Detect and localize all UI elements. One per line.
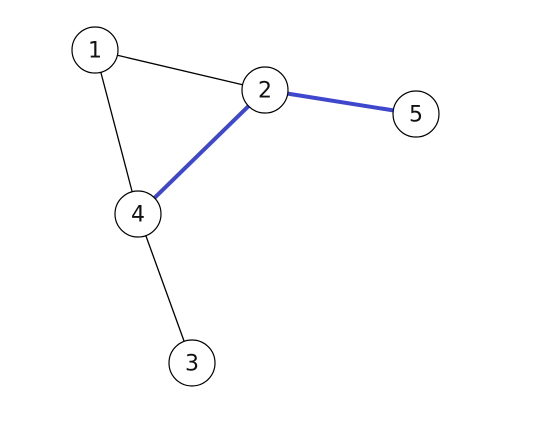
node-2-label: 2: [258, 79, 272, 104]
edge-4-2-highlighted: [153, 104, 250, 200]
edge-1-4: [100, 72, 133, 192]
node-1-circle: [71, 26, 119, 74]
node-4-circle: [114, 190, 162, 238]
node-2-circle: [241, 66, 289, 114]
node-5-label: 5: [409, 103, 423, 128]
node-1: 1: [71, 26, 119, 74]
edge-1-2: [117, 54, 243, 86]
node-2: 2: [241, 66, 289, 114]
node-3-circle: [168, 339, 216, 387]
node-3-label: 3: [185, 352, 199, 377]
edge-4-3: [145, 235, 185, 342]
node-5: 5: [392, 90, 440, 138]
nodes-layer: 1 2 3 4 5: [71, 26, 440, 387]
node-1-label: 1: [88, 39, 102, 64]
node-4-label: 4: [131, 203, 145, 228]
edge-2-5-highlighted: [287, 91, 394, 113]
node-4: 4: [114, 190, 162, 238]
edges-layer: [100, 54, 394, 342]
node-3: 3: [168, 339, 216, 387]
node-5-circle: [392, 90, 440, 138]
